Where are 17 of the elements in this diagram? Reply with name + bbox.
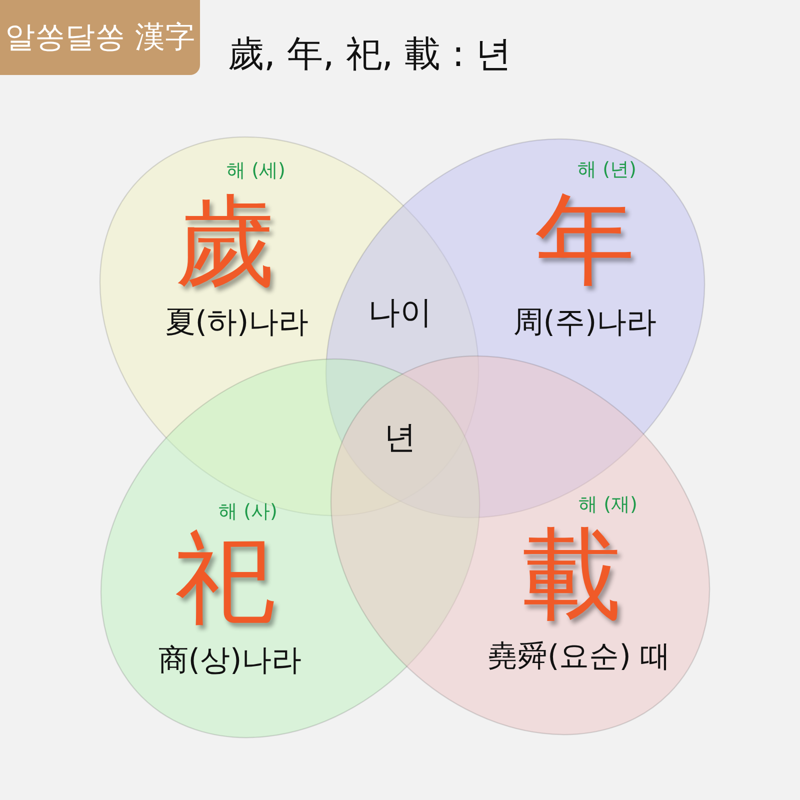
venn-ellipse [330, 356, 710, 734]
era-label: 堯舜(요순) 때 [488, 642, 670, 672]
era-label: 商(상)나라 [158, 646, 302, 676]
hanja-character: 祀 [174, 528, 275, 628]
meaning-label: 해 (세) [226, 161, 286, 180]
meaning-label: 해 (사) [218, 502, 278, 522]
era-label: 夏(하)나라 [165, 308, 309, 338]
era-label: 周(주)나라 [513, 308, 657, 338]
series-badge: 알쏭달쏭 漢字 [0, 0, 200, 75]
title: 歲, 年, 祀, 載 : 년 [228, 37, 512, 73]
meaning-label: 해 (재) [578, 495, 638, 514]
meaning-label: 해 (년) [578, 160, 636, 180]
hanja-character: 歲 [174, 192, 275, 292]
hanja-character: 年 [534, 190, 635, 290]
overlap-label: 년 [384, 421, 416, 453]
hanja-character: 載 [522, 524, 622, 625]
overlap-label: 나이 [368, 296, 432, 328]
